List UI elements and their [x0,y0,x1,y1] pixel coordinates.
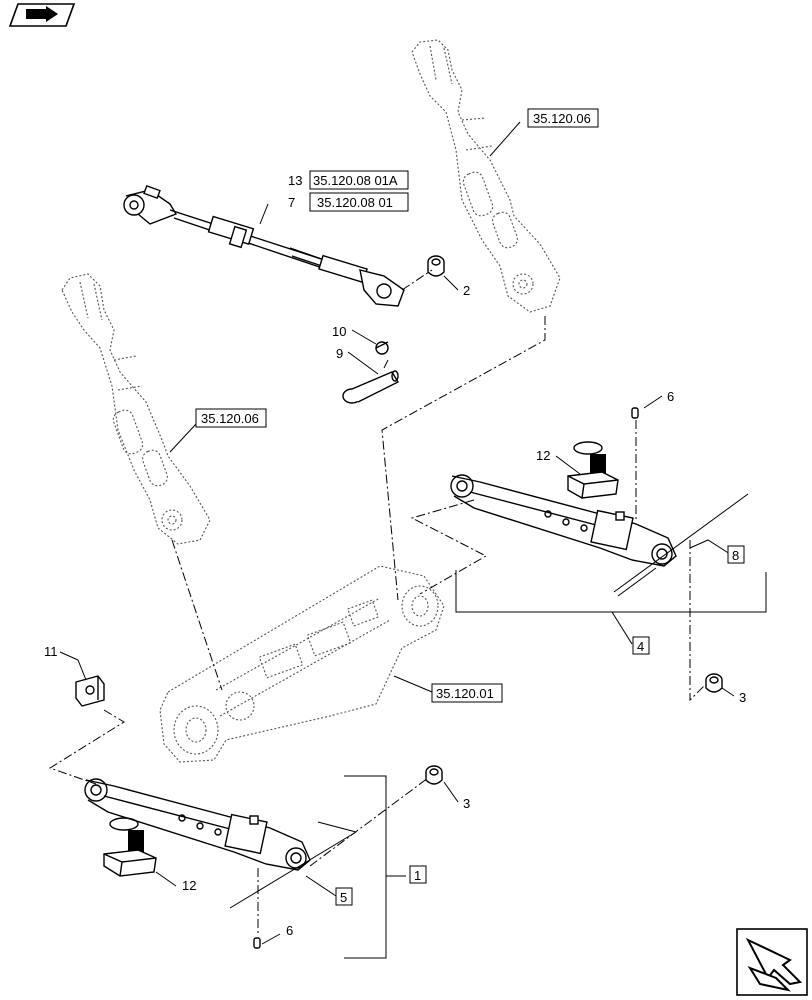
ref-35-120-06-left[interactable]: 35.120.06 [201,411,259,426]
callout-11: 11 [44,644,58,659]
assembly-lines [48,269,707,936]
ref-35-120-06-top[interactable]: 35.120.06 [533,111,591,126]
callout-6-bottom: 6 [286,923,293,938]
box-4 [632,636,650,655]
box-8 [727,545,745,564]
pin-part-6-top[interactable] [631,407,639,419]
callout-3-mid: 3 [463,796,470,811]
callout-9: 9 [336,346,343,361]
next-page-arrow-icon[interactable] [736,928,808,996]
stabilizer-part-12-top[interactable] [567,441,619,499]
bushing-part-3-right[interactable] [705,673,723,693]
leader-lines [59,121,735,945]
callout-1: 1 [414,868,421,883]
callout-12-bottom: 12 [182,878,196,893]
group-brackets [229,493,767,959]
callout-7: 7 [288,195,295,210]
pin-part-6-bottom[interactable] [253,937,261,949]
callout-3-right: 3 [739,690,746,705]
box-5 [335,887,353,906]
callout-4: 4 [637,639,644,654]
box-1 [409,865,427,884]
lift-rod-left [61,273,211,545]
pin-part-9[interactable] [342,370,399,404]
callout-2: 2 [463,283,470,298]
callout-12-top: 12 [536,448,550,463]
callout-13: 13 [288,173,302,188]
top-link-part[interactable] [123,184,405,307]
bracket-part-11[interactable] [75,675,105,707]
lift-rod-upper-right [411,39,561,313]
book-arrow-icon[interactable] [8,3,76,27]
callout-6-top: 6 [667,389,674,404]
callout-10: 10 [332,324,346,339]
lower-link-left[interactable] [84,778,311,871]
bushing-part-3-mid[interactable] [425,765,443,785]
lower-link-right[interactable] [450,474,677,567]
stabilizer-part-12-bottom[interactable] [103,817,157,877]
bushing-part-2[interactable] [427,255,445,277]
ref-35-120-08-01a[interactable]: 35.120.08 01A [313,173,398,188]
reference-boxes [195,108,599,703]
boxed-callouts [335,545,745,906]
callout-8: 8 [732,548,739,563]
hitch-frame [159,565,445,763]
ref-35-120-08-01[interactable]: 35.120.08 01 [317,195,393,210]
ref-35-120-01[interactable]: 35.120.01 [436,686,494,701]
clip-part-10[interactable] [375,341,389,355]
callout-5: 5 [340,890,347,905]
